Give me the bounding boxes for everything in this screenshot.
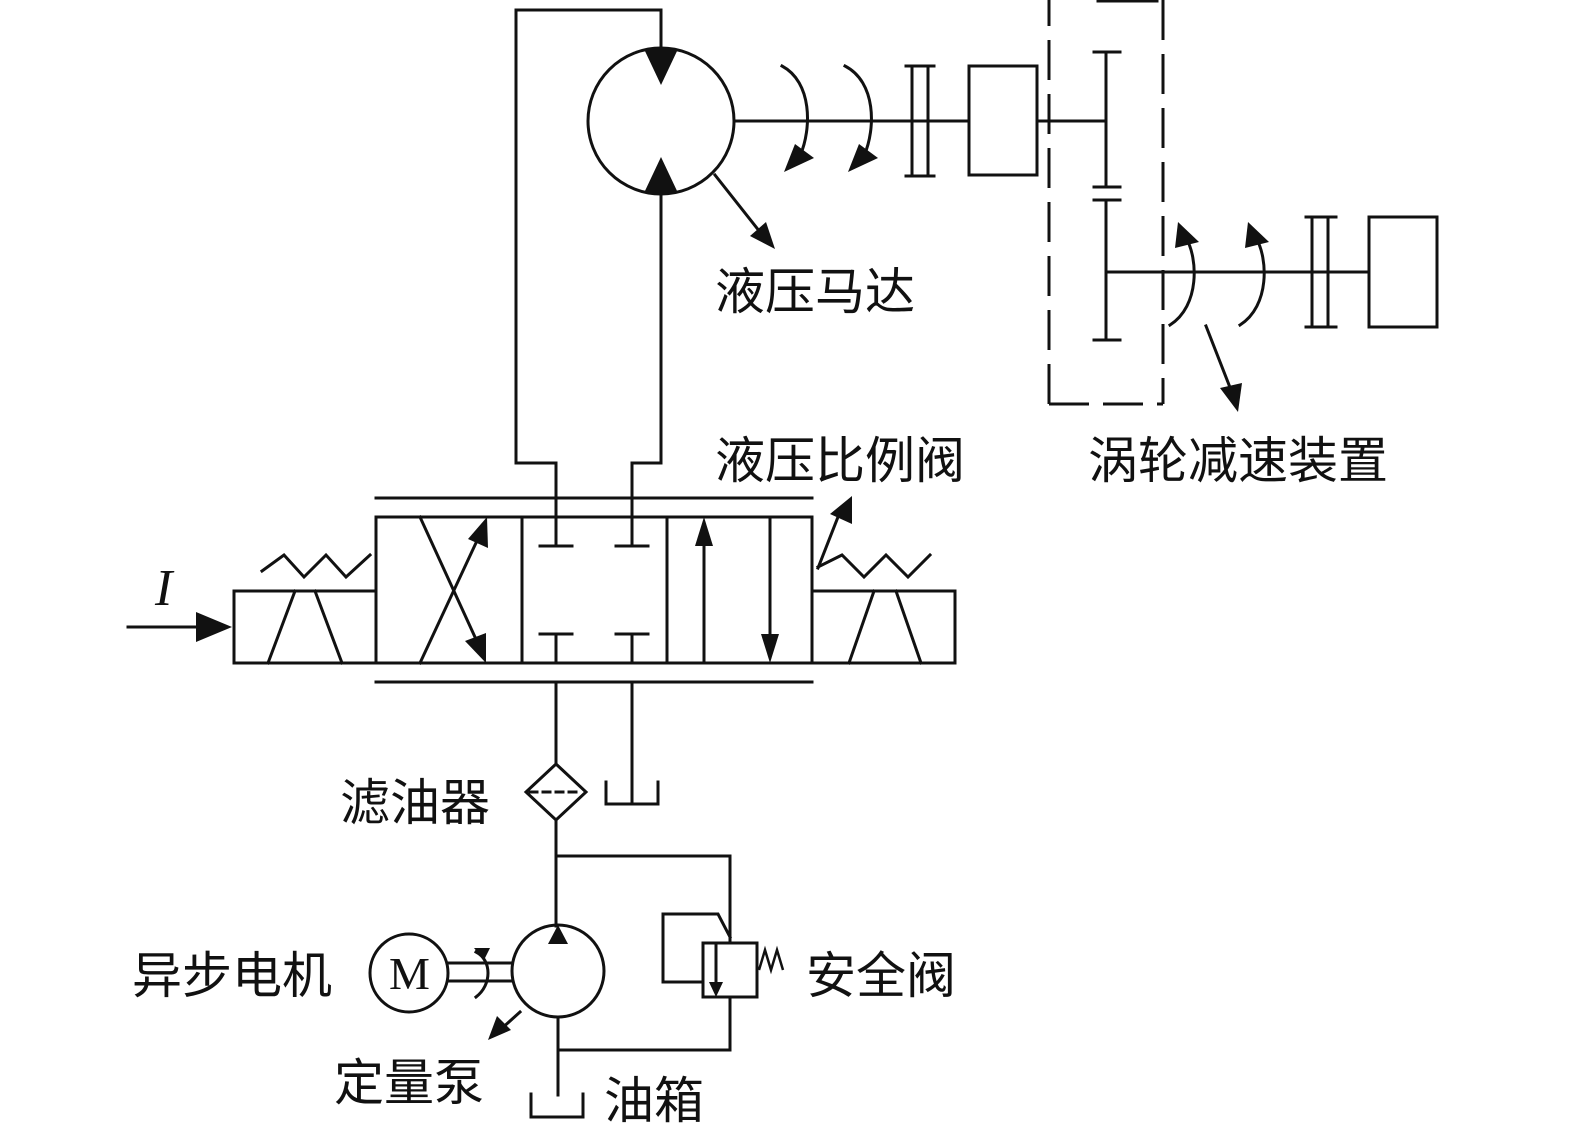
filter-symbol [523, 761, 589, 928]
fixed-pump-label: 定量泵 [334, 1054, 484, 1112]
worm-reducer-label: 涡轮减速装置 [1088, 432, 1388, 490]
motor-symbol-label: M [389, 948, 430, 999]
async-motor-symbol [368, 932, 514, 1014]
async-motor-label: 异步电机 [132, 947, 332, 1005]
oil-tank-label: 油箱 [604, 1072, 704, 1130]
worm-reducer-symbol [1047, 0, 1439, 412]
hydraulic-motor-symbol [586, 46, 775, 249]
proportional-valve-label: 液压比例阀 [715, 432, 965, 490]
safety-valve-symbol [556, 854, 785, 1052]
pump-symbol [488, 923, 606, 1119]
filter-label: 滤油器 [340, 774, 490, 832]
proportional-valve-symbol [126, 496, 957, 806]
input-current-label: I [154, 560, 175, 617]
motor-output-shaft [732, 63, 1108, 178]
hydraulic-motor-label: 液压马达 [715, 263, 915, 321]
motor-pipes [514, 8, 663, 519]
safety-valve-label: 安全阀 [806, 947, 956, 1005]
